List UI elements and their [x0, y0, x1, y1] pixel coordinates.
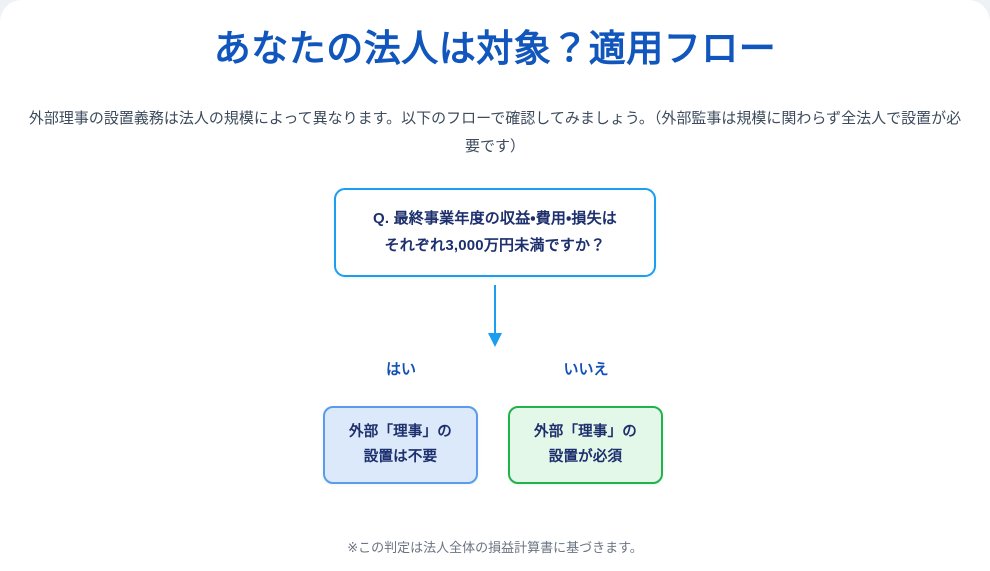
result-text-yes: 外部「理事」の 設置は不要 — [349, 420, 452, 471]
footnote: ※この判定は法人全体の損益計算書に基づきます。 — [347, 540, 643, 555]
arrow-shaft — [494, 285, 496, 335]
result-no-line-2: 設置が必須 — [548, 449, 623, 465]
branch-label-no: いいえ — [563, 361, 609, 378]
question-box: Q. 最終事業年度の収益・費用・損失は それぞれ3,000万円未満ですか？ — [334, 188, 656, 277]
arrow-down-icon — [487, 285, 503, 348]
question-line-2: それぞれ3,000万円未満ですか？ — [384, 236, 606, 254]
question-text: Q. 最終事業年度の収益・費用・損失は それぞれ3,000万円未満ですか？ — [373, 206, 617, 259]
result-yes-line-1: 外部「理事」の — [349, 423, 452, 440]
page-subtitle: 外部理事の設置義務は法人の規模によって異なります。以下のフローで確認してみましょ… — [28, 110, 962, 155]
result-no-line-1: 外部「理事」の — [534, 423, 637, 440]
decision-flowchart: Q. 最終事業年度の収益・費用・損失は それぞれ3,000万円未満ですか？ はい… — [0, 180, 990, 520]
question-line-1: Q. 最終事業年度の収益・費用・損失は — [372, 210, 617, 228]
branch-label-yes: はい — [385, 361, 416, 378]
result-box-yes: 外部「理事」の 設置は不要 — [323, 406, 478, 484]
result-box-no: 外部「理事」の 設置が必須 — [508, 406, 663, 484]
result-text-no: 外部「理事」の 設置が必須 — [534, 420, 637, 471]
result-yes-line-2: 設置は不要 — [363, 449, 438, 465]
page-title: あなたの法人は対象？適用フロー — [213, 28, 777, 69]
arrow-head — [488, 333, 502, 347]
